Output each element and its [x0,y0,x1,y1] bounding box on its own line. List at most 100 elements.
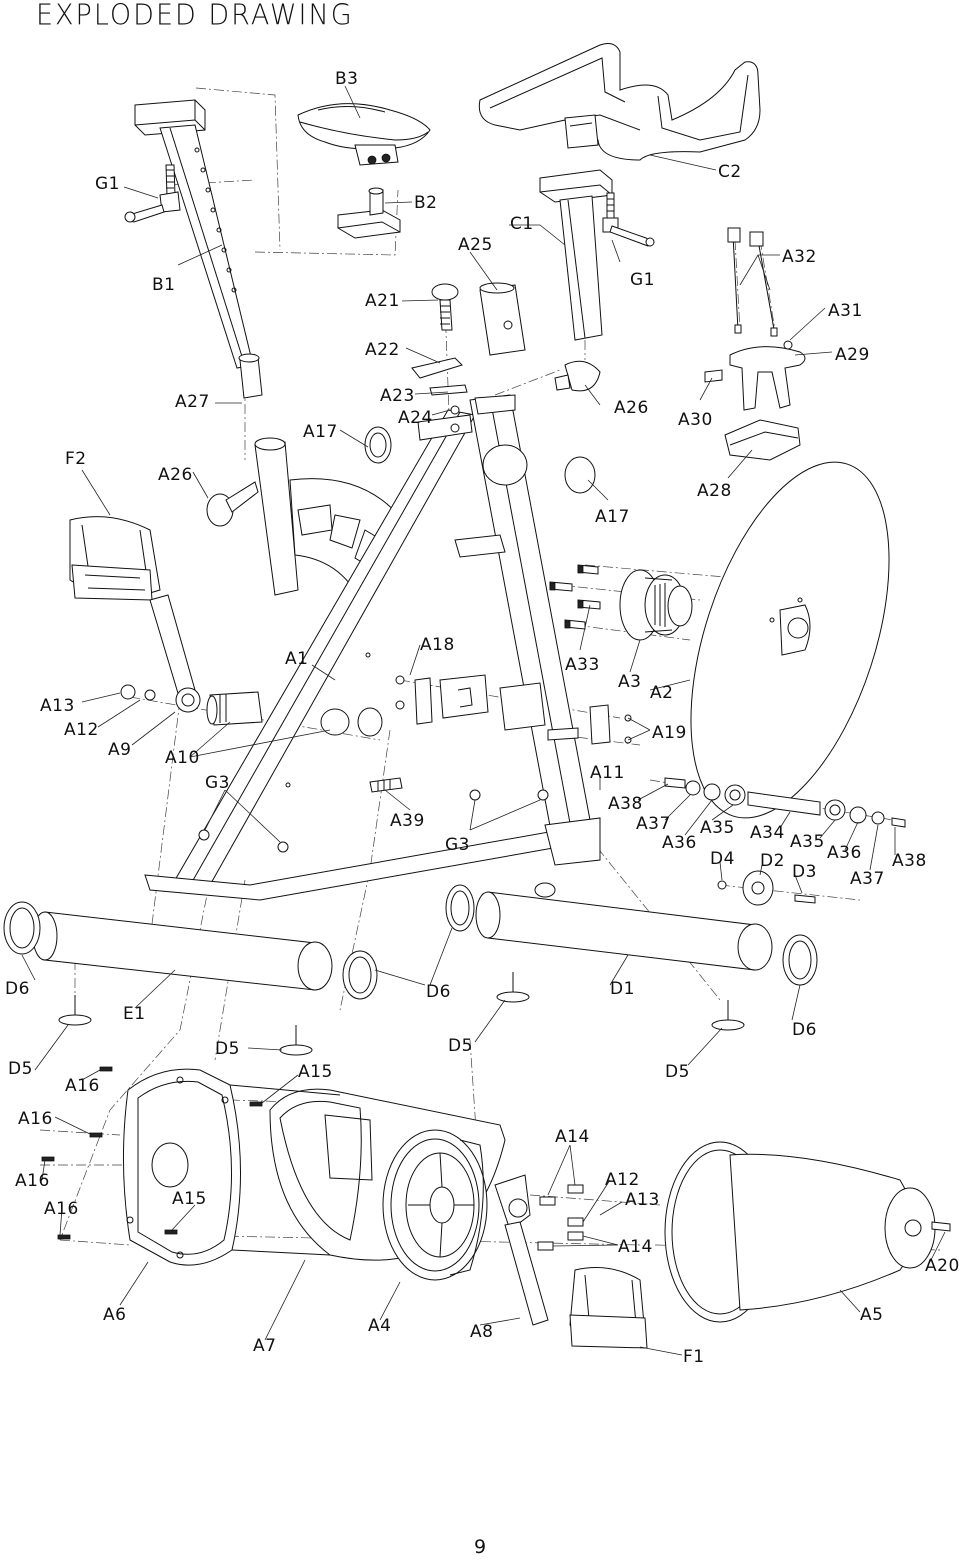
label-a25: A25 [458,235,493,255]
page-title: EXPLODED DRAWING [36,0,354,32]
label-f1: F1 [683,1347,705,1367]
slider-a11 [499,682,632,745]
label-a19: A19 [652,723,687,743]
bolt-a39 [369,777,403,793]
label-d6-center: D6 [426,982,451,1002]
bracket-a22-a23-a24 [411,357,468,415]
label-a35-left: A35 [700,818,735,838]
crank-a9 [149,594,201,713]
label-a12-left: A12 [64,720,99,740]
page-number: 9 [473,1536,487,1558]
label-g1-right: G1 [630,270,655,290]
label-a37-lower: A37 [850,869,885,889]
label-a17-right: A17 [595,507,630,527]
label-a13-left: A13 [40,696,75,716]
label-a31: A31 [828,301,863,321]
label-d3: D3 [792,862,817,882]
label-a16-2: A16 [18,1109,53,1129]
pedal-f2 [69,516,161,601]
label-a18: A18 [420,635,455,655]
bolts-g3 [198,789,549,853]
cover-a5 [664,1141,951,1323]
label-a21: A21 [365,291,400,311]
label-a33: A33 [565,655,600,675]
label-a22: A22 [365,340,400,360]
label-a12-right: A12 [605,1170,640,1190]
label-a29: A29 [835,345,870,365]
label-b1: B1 [152,275,175,295]
bolts-a33 [549,564,601,630]
label-a1: A1 [285,649,308,669]
label-b3: B3 [335,69,358,89]
brake-cables-a32 [727,227,778,337]
label-a15-lower: A15 [172,1189,207,1209]
label-d1: D1 [610,979,635,999]
label-a30: A30 [678,410,713,430]
label-a26-left: A26 [158,465,193,485]
label-a32: A32 [782,247,817,267]
label-b2: B2 [414,193,437,213]
label-a13-right: A13 [625,1190,660,1210]
label-d5-center: D5 [448,1036,473,1056]
label-c2: C2 [718,162,742,182]
label-a16-4: A16 [44,1199,79,1219]
part-labels: B3 B2 B1 G1 C1 C2 A25 A21 G1 A32 A31 A22… [5,69,959,1367]
knob-a26-right [554,360,601,392]
saddle-clamp-b2 [337,187,401,239]
label-d5-right: D5 [665,1062,690,1082]
label-a11: A11 [590,763,625,783]
label-g3-left: G3 [205,773,230,793]
label-a15-upper: A15 [298,1062,333,1082]
label-d5-left: D5 [8,1059,33,1079]
leader-lines [21,85,946,1356]
knob-g1-right [602,192,655,247]
label-d2: D2 [760,851,785,871]
roller-d2-d3-d4 [717,870,816,906]
label-a8: A8 [470,1322,493,1342]
knob-a26-left [206,481,259,527]
axle-a10-a12-a13 [120,684,383,737]
label-e1: E1 [123,1004,146,1024]
label-a6: A6 [103,1305,126,1325]
handlebar-post-c1 [539,169,613,341]
label-a23: A23 [380,386,415,406]
label-a34: A34 [750,823,785,843]
front-stabilizer-e1 [3,901,378,1000]
levelers-d5 [58,972,745,1056]
label-a14-lower: A14 [618,1237,653,1257]
label-a14-upper: A14 [555,1127,590,1147]
label-c1: C1 [510,214,534,234]
label-a37-upper: A37 [636,814,671,834]
label-f2: F2 [65,449,87,469]
label-a9: A9 [108,740,131,760]
saddle-b3 [297,103,431,166]
label-a38-lower: A38 [892,851,927,871]
label-a7: A7 [253,1336,276,1356]
label-d5-center-left: D5 [215,1039,240,1059]
label-a36-left: A36 [662,833,697,853]
crank-a8 [494,1174,549,1326]
brake-caliper-a29 [704,340,806,411]
label-d6-right: D6 [792,1020,817,1040]
chain-guard-a6 [122,1068,242,1266]
bracket-a18 [395,674,489,725]
knob-g1-left [124,164,181,223]
label-a17-left: A17 [303,422,338,442]
label-d6-left: D6 [5,979,30,999]
label-a26-right: A26 [614,398,649,418]
label-a24: A24 [398,408,433,428]
label-a27: A27 [175,392,210,412]
end-caps-a17 [364,426,596,494]
label-a5: A5 [860,1305,883,1325]
sleeve-a25 [479,282,526,356]
label-a38-upper: A38 [608,794,643,814]
rear-stabilizer-d1 [445,882,818,986]
label-a3: A3 [618,672,641,692]
label-a2: A2 [650,683,673,703]
label-a36-right: A36 [827,843,862,863]
main-frame-a1 [144,394,656,928]
brake-pad-a28 [724,419,801,461]
pulley-a4 [382,1129,488,1281]
label-a4: A4 [368,1316,391,1336]
